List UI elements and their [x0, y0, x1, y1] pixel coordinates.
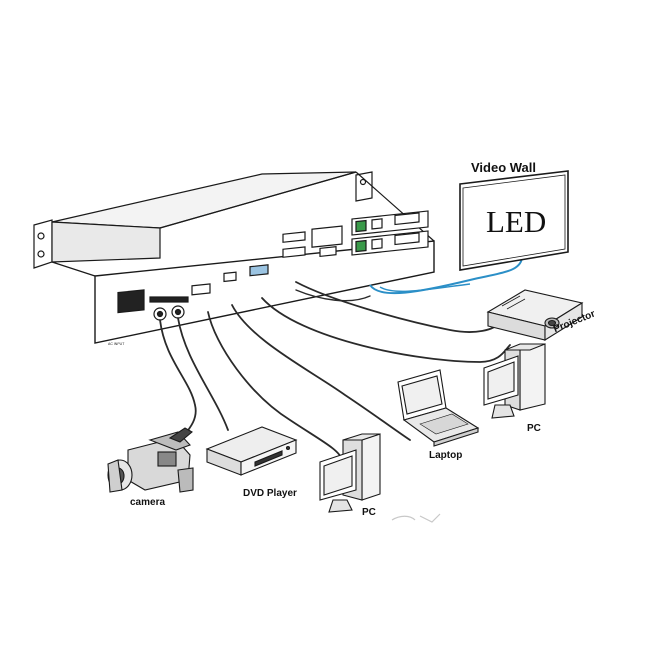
output-dvi-b [282, 246, 306, 258]
laptop-device [397, 369, 480, 447]
rack-ear-left [33, 219, 53, 269]
cable-projector [295, 281, 501, 333]
vga-port [249, 264, 269, 277]
cable-led-wall [369, 257, 523, 295]
faint-artifact [391, 513, 441, 523]
unit-top-face [51, 171, 357, 229]
video-processor-unit: AC INPUT [33, 171, 435, 346]
unit-side-face [51, 221, 161, 263]
cable-dvd [177, 317, 229, 431]
output-dvi-a [282, 231, 306, 243]
cable-output-2 [295, 289, 371, 302]
label-camera: camera [130, 497, 166, 508]
led-video-wall: LED [459, 170, 569, 271]
label-video-wall: Video Wall [471, 160, 537, 175]
power-inlet [117, 289, 145, 314]
label-laptop: Laptop [429, 450, 463, 461]
dvi-port-1 [191, 283, 211, 296]
pc-right-device [483, 343, 546, 419]
camera-device [107, 427, 194, 493]
cable-pc-right [261, 297, 511, 363]
dvd-player-device [205, 426, 298, 476]
rack-ear-right [355, 171, 373, 202]
rs232-port [319, 246, 337, 258]
projector-device [486, 289, 584, 341]
cable-camera [159, 319, 197, 446]
cable-pc-center [207, 311, 343, 461]
label-dvd-player: DVD Player [243, 488, 297, 499]
svg-text:AC INPUT: AC INPUT [108, 342, 125, 346]
label-pc-center: PC [362, 507, 376, 518]
dvi-port-2 [223, 271, 237, 283]
label-pc-right: PC [527, 423, 541, 434]
led-screen-text: LED [486, 204, 546, 239]
pc-center-device [319, 433, 381, 513]
info-label-box [311, 225, 343, 248]
cable-laptop [231, 304, 411, 441]
